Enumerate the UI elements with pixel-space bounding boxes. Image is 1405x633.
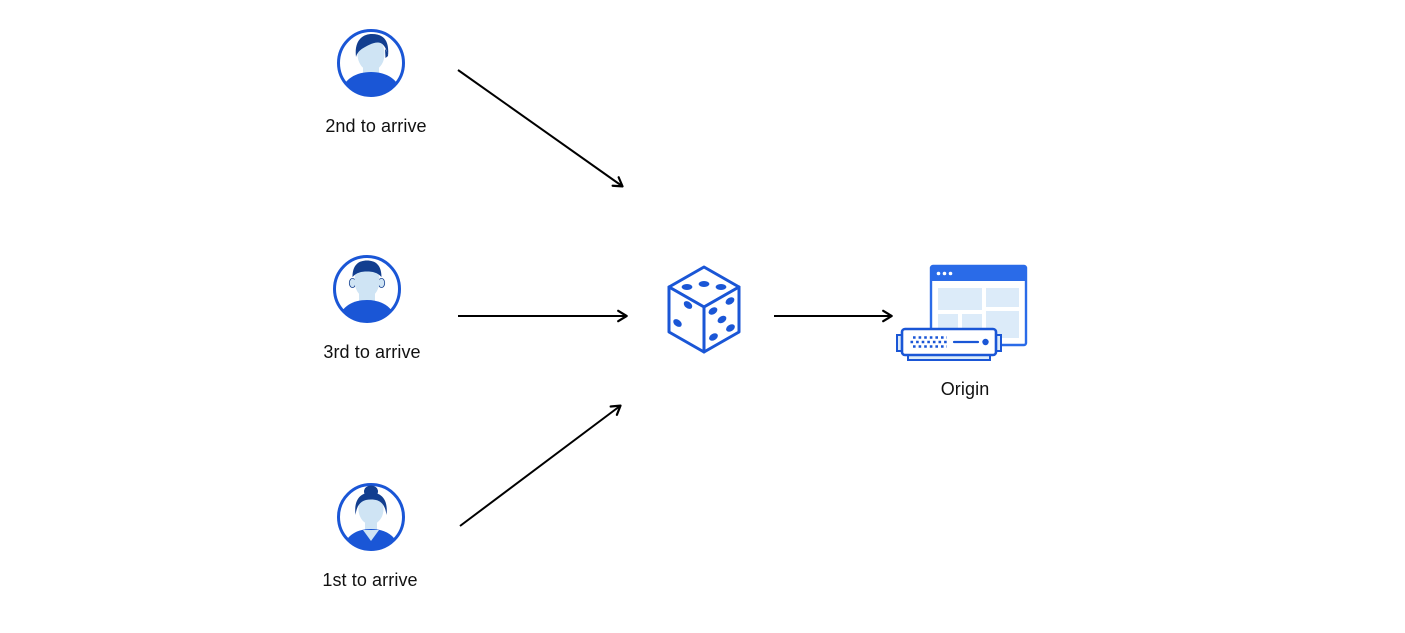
arrow-visitor-top-to-dice [457, 69, 624, 188]
male-flattop-avatar-icon [333, 255, 401, 323]
dice-icon [667, 265, 741, 354]
visitor-top-label: 2nd to arrive [325, 116, 427, 136]
female-avatar-icon [337, 483, 405, 551]
origin-label: Origin [940, 379, 990, 399]
arrow-visitor-bottom-to-dice [459, 404, 622, 527]
visitor-middle-label: 3rd to arrive [323, 342, 421, 362]
male-avatar-icon [337, 29, 405, 97]
visitor-bottom-label: 1st to arrive [322, 570, 418, 590]
origin-server-icon [896, 264, 1028, 361]
